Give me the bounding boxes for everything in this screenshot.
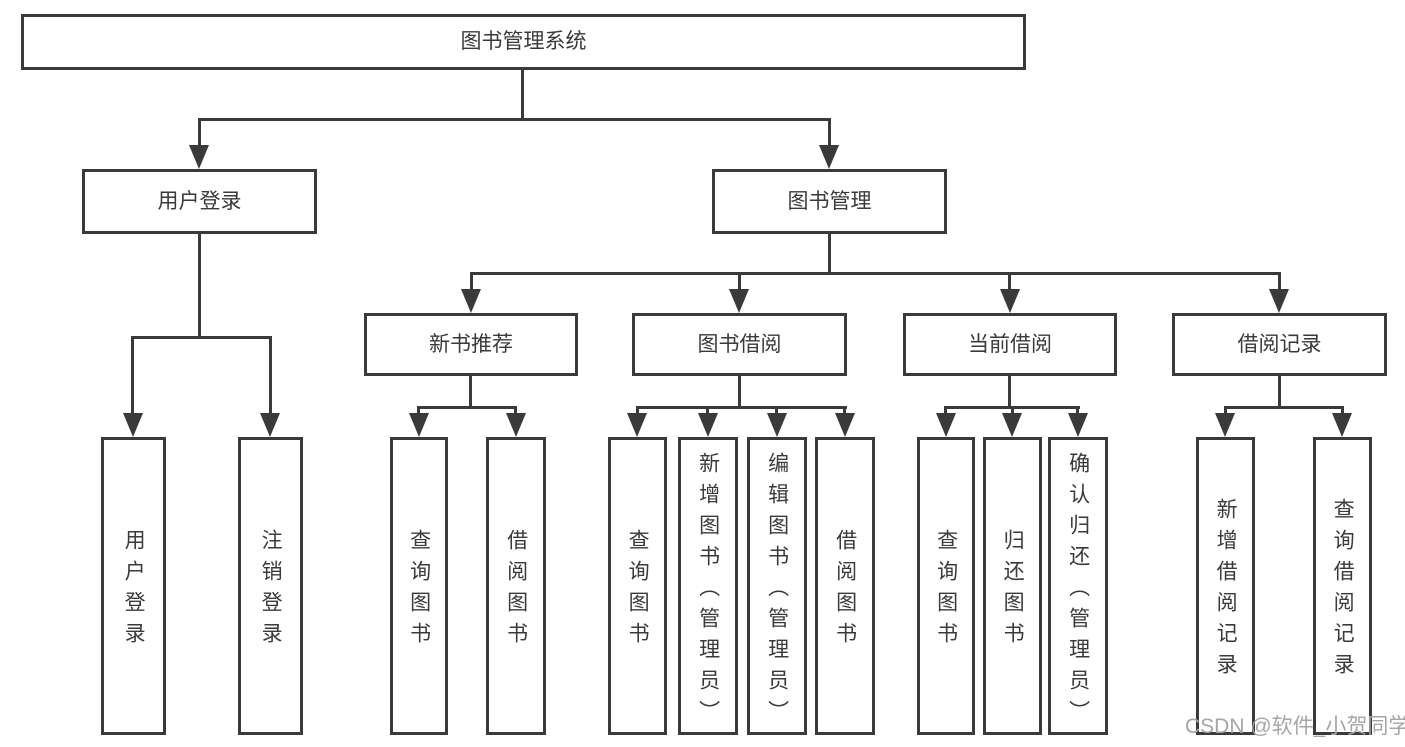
arrowhead-down-icon bbox=[835, 413, 855, 437]
connector-line bbox=[514, 406, 517, 416]
leaf-edit-book-admin: 编辑图书（管理员） bbox=[747, 437, 807, 735]
arrowhead-down-icon bbox=[1269, 289, 1289, 313]
arrowhead-down-icon bbox=[123, 413, 143, 437]
connector-line bbox=[131, 336, 272, 339]
node-new-book-recommend: 新书推荐 bbox=[364, 313, 578, 376]
connector-line bbox=[944, 406, 947, 416]
arrowhead-down-icon bbox=[1068, 413, 1088, 437]
connector-line bbox=[417, 406, 517, 409]
node-library-management-system: 图书管理系统 bbox=[21, 14, 1026, 70]
leaf-query-books-current: 查询图书 bbox=[917, 437, 975, 735]
arrowhead-down-icon bbox=[189, 145, 209, 169]
connector-line bbox=[775, 406, 778, 416]
connector-line bbox=[636, 406, 847, 409]
leaf-user-login: 用户登录 bbox=[101, 437, 166, 735]
connector-line bbox=[198, 118, 831, 121]
leaf-add-book-admin: 新增图书（管理员） bbox=[678, 437, 738, 735]
arrowhead-down-icon bbox=[698, 413, 718, 437]
connector-line bbox=[1008, 376, 1011, 409]
arrowhead-down-icon bbox=[260, 413, 280, 437]
node-borrowing-records: 借阅记录 bbox=[1172, 313, 1387, 376]
leaf-add-borrow-record: 新增借阅记录 bbox=[1196, 437, 1255, 735]
arrowhead-down-icon bbox=[1215, 413, 1235, 437]
arrowhead-down-icon bbox=[819, 145, 839, 169]
connector-line bbox=[470, 272, 1281, 275]
node-current-borrowing: 当前借阅 bbox=[903, 313, 1117, 376]
csdn-watermark: CSDN @软件_小贺同学 bbox=[1185, 715, 1405, 738]
arrowhead-down-icon bbox=[627, 413, 647, 437]
arrowhead-down-icon bbox=[729, 289, 749, 313]
arrowhead-down-icon bbox=[767, 413, 787, 437]
leaf-query-borrow-record: 查询借阅记录 bbox=[1313, 437, 1372, 735]
connector-line bbox=[269, 336, 272, 415]
connector-line bbox=[1341, 406, 1344, 416]
connector-line bbox=[828, 118, 831, 148]
connector-line bbox=[198, 118, 201, 148]
arrowhead-down-icon bbox=[409, 413, 429, 437]
node-book-borrowing: 图书借阅 bbox=[632, 313, 847, 376]
connector-line bbox=[1011, 406, 1014, 416]
connector-line bbox=[843, 406, 846, 416]
leaf-return-books: 归还图书 bbox=[983, 437, 1042, 735]
connector-line bbox=[1224, 406, 1227, 416]
leaf-logout: 注销登录 bbox=[238, 437, 303, 735]
connector-line bbox=[738, 376, 741, 409]
connector-line bbox=[706, 406, 709, 416]
connector-line bbox=[469, 376, 472, 409]
connector-line bbox=[738, 272, 741, 292]
connector-line bbox=[1278, 376, 1281, 409]
arrowhead-down-icon bbox=[461, 289, 481, 313]
connector-line bbox=[828, 234, 831, 275]
arrowhead-down-icon bbox=[1002, 413, 1022, 437]
connector-line bbox=[198, 234, 201, 339]
connector-line bbox=[636, 406, 639, 416]
connector-line bbox=[1008, 272, 1011, 292]
connector-line bbox=[417, 406, 420, 416]
connector-line bbox=[1278, 272, 1281, 292]
connector-line bbox=[1076, 406, 1079, 416]
leaf-query-books-recommend: 查询图书 bbox=[390, 437, 448, 735]
arrowhead-down-icon bbox=[1000, 289, 1020, 313]
leaf-query-books-borrowing: 查询图书 bbox=[608, 437, 667, 735]
leaf-borrow-books-recommend: 借阅图书 bbox=[486, 437, 546, 735]
connector-line bbox=[131, 336, 134, 415]
connector-line bbox=[1224, 406, 1344, 409]
arrowhead-down-icon bbox=[1332, 413, 1352, 437]
connector-line bbox=[521, 70, 524, 118]
leaf-borrow-books: 借阅图书 bbox=[815, 437, 875, 735]
node-book-management: 图书管理 bbox=[712, 169, 947, 234]
arrowhead-down-icon bbox=[936, 413, 956, 437]
leaf-confirm-return-admin: 确认归还（管理员） bbox=[1048, 437, 1108, 735]
node-user-login: 用户登录 bbox=[82, 169, 317, 234]
arrowhead-down-icon bbox=[506, 413, 526, 437]
connector-line bbox=[470, 272, 473, 292]
